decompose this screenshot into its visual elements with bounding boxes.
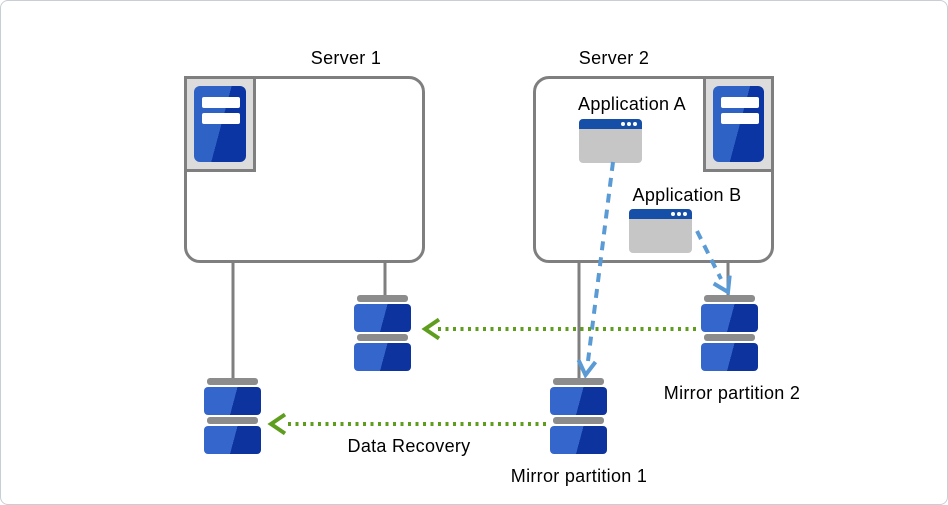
tower-slot-icon <box>721 113 759 124</box>
tower-slot-icon <box>721 97 759 108</box>
server-tower-icon <box>713 86 764 162</box>
application-b-label: Application B <box>632 185 742 205</box>
tower-slot-icon <box>202 113 240 124</box>
disk-partition-icon-server1-left <box>204 378 261 454</box>
data-recovery-label: Data Recovery <box>347 436 471 456</box>
tower-slot-icon <box>202 97 240 108</box>
server1-frame <box>184 76 256 172</box>
data-recovery-arrow <box>267 412 546 436</box>
mirror2-replication-arrow <box>421 317 696 341</box>
disk-partition-icon-mirror2 <box>701 295 758 371</box>
mirror-partition-2-label: Mirror partition 2 <box>663 383 801 403</box>
server-tower-icon <box>194 86 246 162</box>
server2-title: Server 2 <box>578 48 650 68</box>
app-titlebar <box>629 209 692 219</box>
disk-partition-icon-mirror1 <box>550 378 607 454</box>
application-a-label: Application A <box>578 94 686 114</box>
server1-title: Server 1 <box>310 48 382 68</box>
disk-partition-icon-server1-right <box>354 295 411 371</box>
app-window-icon-b <box>629 209 692 253</box>
mirror-partition-1-label: Mirror partition 1 <box>510 466 648 486</box>
window-dots-icon <box>671 212 687 216</box>
app-titlebar <box>579 119 642 129</box>
window-dots-icon <box>621 122 637 126</box>
server2-frame <box>703 76 774 172</box>
app-window-icon-a <box>579 119 642 163</box>
